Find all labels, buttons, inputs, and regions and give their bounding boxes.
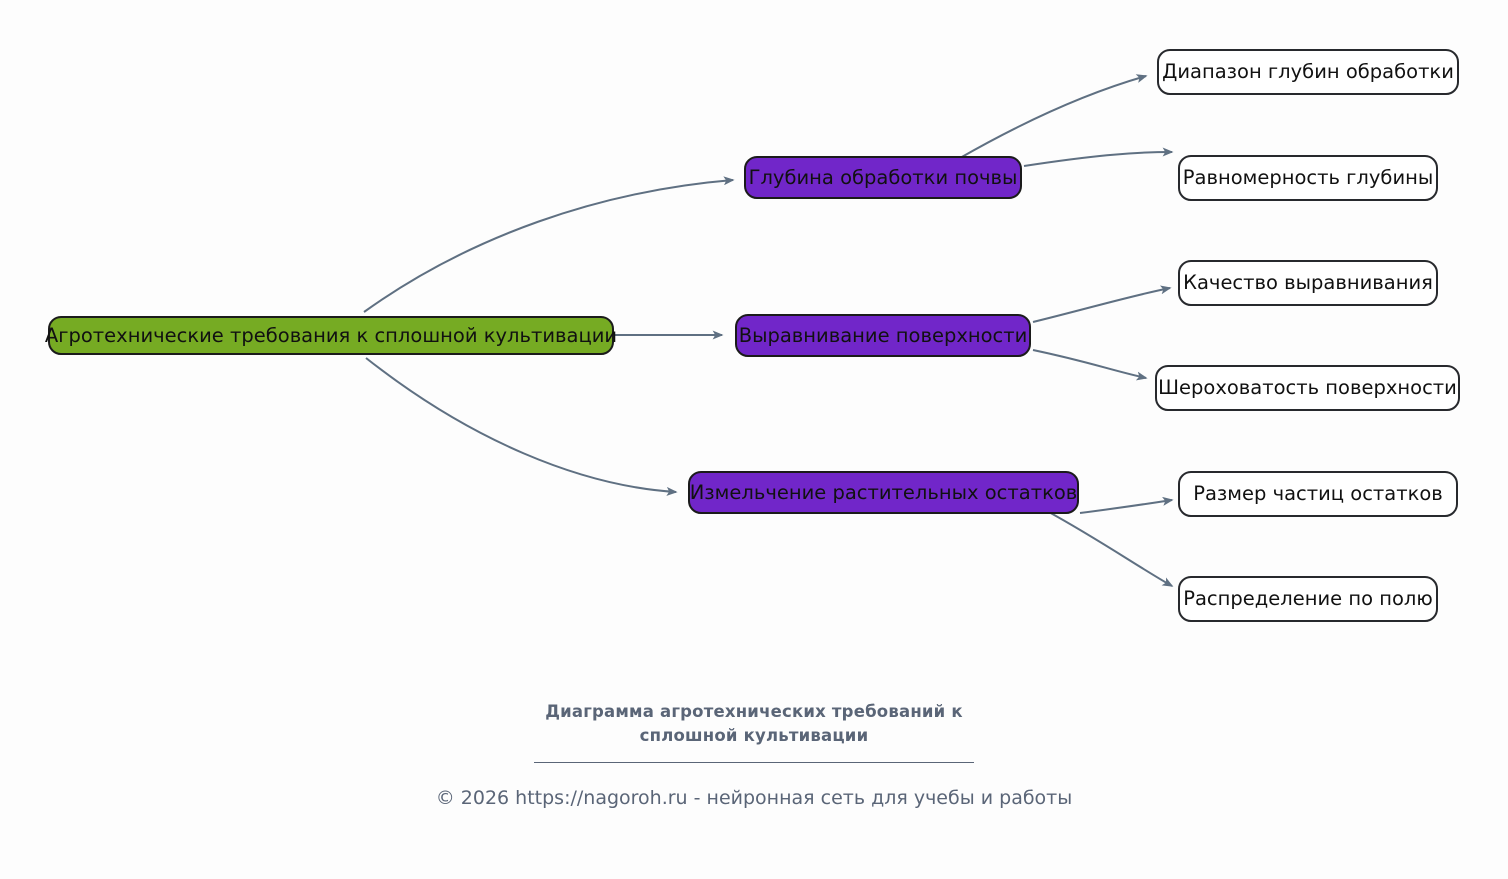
- node-branch-leveling-label: Выравнивание поверхности: [738, 323, 1028, 347]
- caption-copyright: © 2026 https://nagoroh.ru - нейронная се…: [435, 786, 1073, 809]
- node-root-label: Агротехнические требования к сплошной ку…: [44, 323, 618, 347]
- node-branch-depth-label: Глубина обработки почвы: [748, 165, 1018, 189]
- edge-branch-2-to-leaf-1: [1032, 285, 1172, 323]
- edge-root-to-branch-3: [365, 357, 678, 496]
- node-leaf-leveling-quality-label: Качество выравнивания: [1183, 271, 1433, 295]
- node-leaf-leveling-quality[interactable]: Качество выравнивания: [1178, 260, 1438, 306]
- edge-branch-2-to-leaf-2: [1032, 349, 1148, 381]
- caption-title-line-2: сплошной культивации: [639, 725, 869, 745]
- edge-branch-1-to-leaf-1: [959, 74, 1148, 159]
- caption-block: Диаграмма агротехнических требований к с…: [0, 700, 1508, 811]
- node-branch-leveling[interactable]: Выравнивание поверхности: [735, 314, 1031, 357]
- caption-title: Диаграмма агротехнических требований к с…: [0, 700, 1508, 748]
- edge-branch-1-to-leaf-2: [1023, 147, 1174, 167]
- node-leaf-depth-uniformity[interactable]: Равномерность глубины: [1178, 155, 1438, 201]
- node-leaf-depth-range[interactable]: Диапазон глубин обработки: [1157, 49, 1459, 95]
- node-leaf-surface-roughness-label: Шероховатость поверхности: [1158, 376, 1457, 400]
- caption-divider: [534, 761, 974, 763]
- edge-branch-3-to-leaf-1: [1079, 496, 1174, 514]
- node-leaf-field-distribution[interactable]: Распределение по полю: [1178, 576, 1438, 622]
- node-leaf-depth-range-label: Диапазон глубин обработки: [1162, 60, 1454, 84]
- node-branch-residue-label: Измельчение растительных остатков: [689, 480, 1078, 504]
- node-branch-residue[interactable]: Измельчение растительных остатков: [688, 471, 1079, 514]
- node-root[interactable]: Агротехнические требования к сплошной ку…: [44, 316, 618, 355]
- node-leaf-particle-size-label: Размер частиц остатков: [1193, 482, 1443, 506]
- node-branch-depth[interactable]: Глубина обработки почвы: [744, 156, 1022, 199]
- edge-root-to-branch-1: [363, 176, 735, 313]
- node-leaf-field-distribution-label: Распределение по полю: [1183, 587, 1433, 611]
- node-leaf-surface-roughness[interactable]: Шероховатость поверхности: [1155, 365, 1460, 411]
- node-leaf-depth-uniformity-label: Равномерность глубины: [1182, 166, 1434, 190]
- edge-branch-3-to-leaf-2: [1046, 510, 1174, 587]
- node-leaf-particle-size[interactable]: Размер частиц остатков: [1178, 471, 1458, 517]
- caption-title-line-1: Диаграмма агротехнических требований к: [545, 702, 963, 721]
